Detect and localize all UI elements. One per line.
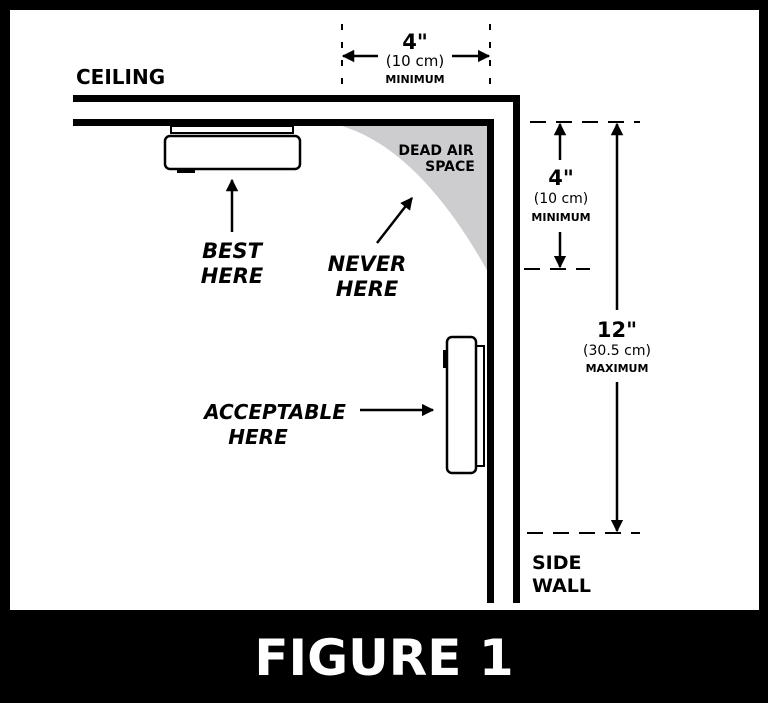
acceptable-here-label-2: HERE — [228, 425, 288, 449]
never-here-arrow — [376, 197, 413, 244]
wall-max-metric: (30.5 cm) — [583, 343, 651, 359]
wall-max-value: 12" — [597, 318, 637, 342]
wall-min-metric: (10 cm) — [534, 191, 589, 207]
dead-air-label-2: SPACE — [425, 159, 475, 175]
wall-outer-line — [513, 95, 520, 603]
wall-smoke-detector — [443, 335, 485, 475]
best-here-label-2: HERE — [201, 264, 264, 288]
wall-max-qualifier: MAXIMUM — [586, 362, 649, 375]
wall-min-qualifier: MINIMUM — [531, 211, 590, 224]
best-here-label-1: BEST — [202, 239, 263, 263]
ceiling-label: CEILING — [76, 65, 165, 89]
ceiling-smoke-detector — [163, 125, 302, 173]
ceiling-min-value: 4" — [402, 30, 428, 54]
side-wall-label-2: WALL — [532, 575, 591, 597]
wall-inner-line — [487, 119, 494, 603]
room-walls — [73, 95, 520, 603]
never-here-label-2: HERE — [336, 277, 399, 301]
wall-min-value: 4" — [548, 166, 574, 190]
side-wall-label-1: SIDE — [532, 552, 582, 574]
ceiling-min-metric: (10 cm) — [386, 52, 444, 70]
ceiling-minimum-dimension: 4" (10 cm) MINIMUM — [341, 24, 491, 92]
dead-air-label-1: DEAD AIR — [398, 143, 474, 159]
ceiling-inner-line — [73, 119, 494, 126]
ceiling-outer-line — [73, 95, 520, 102]
wall-minimum-dimension: 4" (10 cm) MINIMUM — [524, 121, 640, 270]
acceptable-here-label-1: ACCEPTABLE — [202, 400, 346, 424]
figure-title: FIGURE 1 — [254, 629, 513, 687]
never-here-label-1: NEVER — [328, 252, 407, 276]
diagram-panel — [10, 10, 759, 610]
dead-air-space-region — [342, 126, 488, 272]
ceiling-min-qualifier: MINIMUM — [385, 73, 444, 86]
wall-maximum-dimension: 12" (30.5 cm) MAXIMUM — [527, 122, 651, 534]
